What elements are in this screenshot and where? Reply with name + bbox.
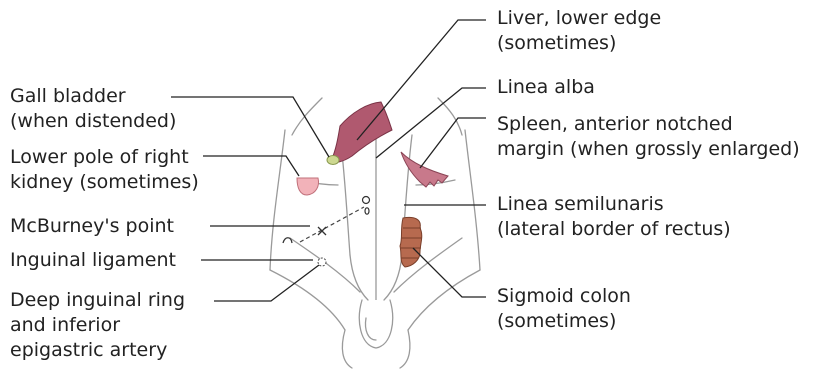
inguinal-ligament-curve [283,238,292,243]
label-spleen: Spleen, anterior notched margin (when gr… [497,112,800,162]
label-sigmoid-colon: Sigmoid colon (sometimes) [497,284,631,334]
deep-inguinal-ring-marker [318,258,326,266]
label-deep-inguinal-ring: Deep inguinal ring and inferior epigastr… [10,288,185,363]
leader-kidney [203,156,299,176]
label-linea-alba: Linea alba [497,75,595,100]
label-mcburney-point: McBurney's point [10,214,174,239]
mcburney-point-marker [300,197,370,243]
kidney-shape [297,178,319,195]
leader-deep-ring [214,265,319,301]
label-inguinal-ligament: Inguinal ligament [10,248,176,273]
label-gall-bladder: Gall bladder (when distended) [10,84,176,134]
sigmoid-colon-shape [400,217,422,267]
liver-shape [331,102,392,162]
leader-spleen [420,118,486,168]
label-linea-semilunaris: Linea semilunaris (lateral border of rec… [497,192,731,242]
label-liver: Liver, lower edge (sometimes) [497,6,661,56]
label-kidney: Lower pole of right kidney (sometimes) [10,145,199,195]
